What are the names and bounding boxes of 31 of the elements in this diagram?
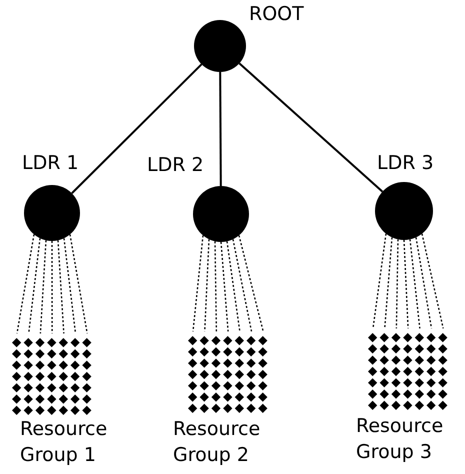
dotted-connector xyxy=(238,235,264,332)
group-label: Resource Group 2 xyxy=(173,417,262,468)
dotted-connector xyxy=(204,239,210,332)
node-label: LDR 3 xyxy=(377,152,434,175)
dotted-connector xyxy=(409,239,420,328)
dotted-connector xyxy=(51,241,53,334)
group-label: Resource Group 3 xyxy=(356,414,444,465)
dotted-connector xyxy=(384,237,393,328)
dotted-connector xyxy=(396,239,399,328)
dotted-connector xyxy=(192,235,204,332)
dotted-connector xyxy=(57,240,64,334)
dotted-connector xyxy=(220,242,229,332)
dotted-connector xyxy=(69,234,88,334)
node-label: LDR 1 xyxy=(22,152,79,175)
dotted-connector xyxy=(232,239,252,332)
group-label: Resource Group 1 xyxy=(20,417,108,468)
dotted-connector xyxy=(63,238,76,334)
connector-line xyxy=(219,72,222,186)
dotted-connector xyxy=(16,234,35,334)
dotted-connector xyxy=(415,237,432,328)
connector-line xyxy=(71,64,202,194)
dotted-connector xyxy=(226,241,240,332)
dotted-connector xyxy=(372,234,387,328)
dotted-connector xyxy=(403,240,409,328)
node-label: LDR 2 xyxy=(147,154,204,177)
dotted-connector xyxy=(214,241,218,332)
dotted-connector xyxy=(421,234,444,329)
connector-line xyxy=(238,62,384,192)
node-label: ROOT xyxy=(249,3,304,26)
dotted-connector xyxy=(28,238,41,334)
dotted-connector xyxy=(40,240,47,334)
